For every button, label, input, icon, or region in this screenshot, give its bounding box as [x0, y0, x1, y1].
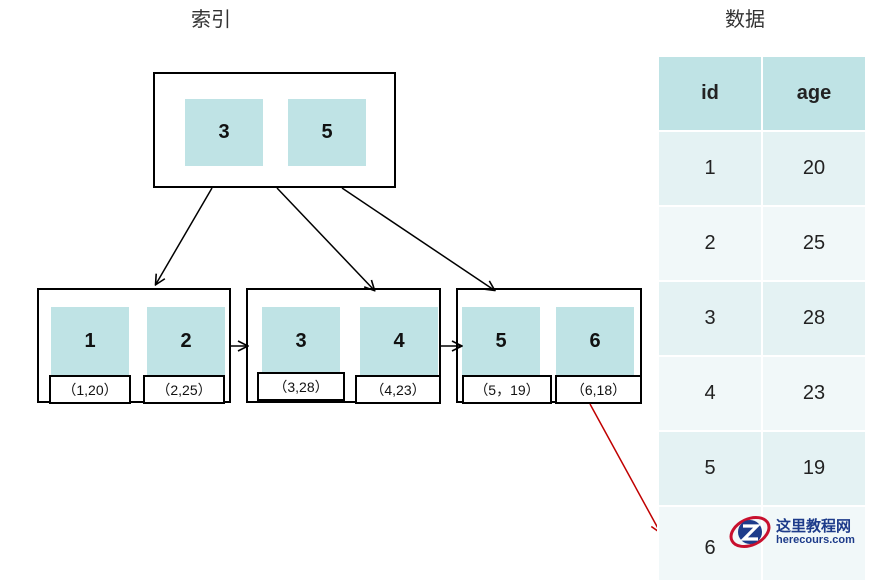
leaf-node: 3 4 （3,28） （4,23） — [246, 288, 441, 404]
leaf-key: 4 — [360, 307, 438, 375]
table-row: 5 19 — [657, 430, 867, 507]
index-title: 索引 — [191, 7, 231, 31]
table-cell: 3 — [657, 280, 763, 357]
watermark-url: herecours.com — [776, 534, 855, 547]
table-row: 2 25 — [657, 205, 867, 282]
table-header-row: id age — [657, 55, 867, 132]
leaf-record: （3,28） — [257, 372, 345, 401]
leaf-record: （6,18） — [555, 375, 642, 404]
leaf-key: 1 — [51, 307, 129, 375]
leaf-node: 1 2 （1,20） （2,25） — [37, 288, 231, 404]
table-cell: 1 — [657, 130, 763, 207]
child-pointer-arrow — [156, 187, 213, 284]
pointer-arrows — [0, 187, 874, 554]
row-pointer-arrow — [589, 403, 660, 532]
watermark-name: 这里教程网 — [776, 516, 852, 535]
table-row: 3 28 — [657, 280, 867, 357]
root-key: 5 — [288, 99, 366, 166]
table-cell: 23 — [761, 355, 867, 432]
data-title: 数据 — [725, 7, 765, 31]
table-cell: 20 — [761, 130, 867, 207]
leaf-record: （4,23） — [355, 375, 441, 404]
leaf-record: （5，19） — [462, 375, 552, 404]
column-header: age — [761, 55, 867, 132]
leaf-record: （2,25） — [143, 375, 225, 404]
table-cell: 19 — [761, 430, 867, 507]
site-logo-icon — [729, 515, 771, 549]
table-cell: 28 — [761, 280, 867, 357]
leaf-key: 2 — [147, 307, 225, 375]
leaf-key: 5 — [462, 307, 540, 375]
table-cell: 4 — [657, 355, 763, 432]
table-row: 1 20 — [657, 130, 867, 207]
table-cell: 2 — [657, 205, 763, 282]
leaf-key: 3 — [262, 307, 340, 375]
leaf-record: （1,20） — [49, 375, 131, 404]
leaf-key: 6 — [556, 307, 634, 375]
child-pointer-arrow — [276, 187, 374, 290]
site-watermark: 这里教程网 herecours.com — [728, 510, 874, 554]
column-header: id — [657, 55, 763, 132]
root-node: 3 5 — [153, 72, 396, 188]
root-key: 3 — [185, 99, 263, 166]
data-table: id age 1 20 2 25 3 28 4 23 5 19 6 — [657, 55, 867, 582]
child-pointer-arrow — [341, 187, 494, 290]
table-cell: 5 — [657, 430, 763, 507]
table-row: 4 23 — [657, 355, 867, 432]
leaf-node: 5 6 （5，19） （6,18） — [456, 288, 642, 404]
table-cell: 25 — [761, 205, 867, 282]
